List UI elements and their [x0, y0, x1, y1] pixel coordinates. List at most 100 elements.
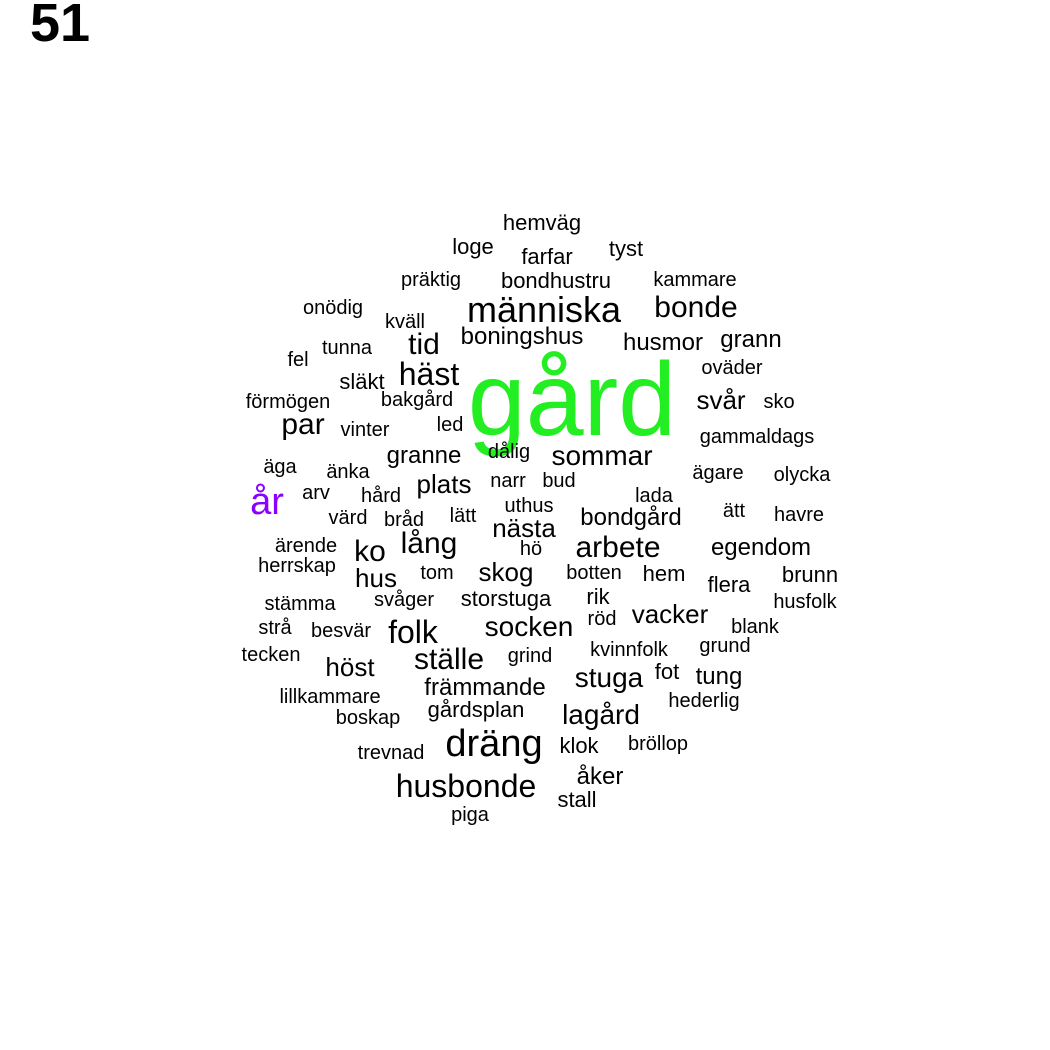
- word-tom: tom: [420, 562, 454, 584]
- word-slakt: släkt: [339, 369, 385, 394]
- word-sko: sko: [763, 391, 795, 413]
- word-narr: narr: [490, 470, 526, 492]
- word-uthus: uthus: [504, 495, 554, 517]
- word-hem: hem: [642, 561, 686, 586]
- word-tunna: tunna: [321, 337, 373, 359]
- word-tyst: tyst: [608, 236, 644, 261]
- word-flera: flera: [707, 572, 751, 597]
- page-number: 51: [30, 0, 91, 53]
- word-klok: klok: [559, 733, 599, 758]
- word-lang: lång: [400, 527, 458, 560]
- word-fel: fel: [287, 349, 309, 371]
- word-bud: bud: [542, 470, 576, 492]
- word-vinter: vinter: [340, 419, 390, 441]
- word-olycka: olycka: [773, 464, 831, 486]
- word-praktig: präktig: [400, 269, 462, 291]
- word-drang: dräng: [445, 723, 543, 765]
- word-vard: värd: [328, 507, 368, 529]
- word-hus: hus: [355, 563, 397, 593]
- word-latt: lätt: [449, 505, 477, 527]
- word-lillkammare: lillkammare: [279, 686, 381, 708]
- word-bondhustru: bondhustru: [500, 268, 612, 293]
- word-besvar: besvär: [310, 620, 372, 642]
- word-grind: grind: [507, 645, 553, 667]
- word-granne: granne: [386, 442, 462, 469]
- word-par: par: [281, 408, 325, 441]
- word-stuga: stuga: [574, 662, 644, 693]
- word-plats: plats: [416, 469, 472, 499]
- word-svager: svåger: [373, 589, 435, 611]
- word-svar: svår: [696, 385, 746, 415]
- word-lada: lada: [635, 485, 673, 507]
- word-botten: botten: [566, 562, 622, 584]
- word-stra: strå: [258, 617, 292, 639]
- word-kvinnfolk: kvinnfolk: [590, 639, 668, 661]
- word-boskap: boskap: [335, 707, 401, 729]
- word-onodig: onödig: [302, 297, 364, 319]
- word-manniska: människa: [466, 289, 622, 330]
- word-rod: röd: [587, 608, 617, 630]
- word-hast: häst: [398, 356, 460, 392]
- word-stall: stall: [557, 787, 597, 812]
- word-grann: grann: [720, 326, 782, 353]
- word-formogen: förmögen: [245, 391, 331, 413]
- word-gardsplan: gårdsplan: [427, 697, 525, 722]
- word-tung: tung: [695, 663, 743, 690]
- word-egendom: egendom: [710, 534, 812, 561]
- word-host: höst: [325, 652, 375, 682]
- word-herrskap: herrskap: [258, 555, 336, 577]
- word-lagard: lagård: [562, 699, 640, 730]
- word-agare: ägare: [692, 462, 744, 484]
- word-att: ätt: [722, 500, 746, 522]
- word-farfar: farfar: [521, 244, 573, 269]
- word-brunn: brunn: [781, 562, 839, 587]
- word-aker: åker: [576, 763, 624, 790]
- word-trevnad: trevnad: [357, 742, 425, 764]
- word-havre: havre: [773, 504, 825, 526]
- word-brollop: bröllop: [627, 733, 689, 755]
- word-blank: blank: [731, 616, 779, 638]
- word-rik: rik: [586, 584, 610, 609]
- word-stalle: ställe: [413, 643, 485, 676]
- word-piga: piga: [451, 804, 489, 826]
- word-tid: tid: [408, 328, 440, 361]
- word-folk: folk: [388, 614, 438, 650]
- word-kammare: kammare: [653, 269, 737, 291]
- word-hemvag: hemväg: [502, 210, 582, 235]
- word-dalig: dålig: [487, 441, 531, 463]
- word-sommar: sommar: [551, 440, 653, 471]
- word-ovader: oväder: [701, 357, 763, 379]
- word-hederlig: hederlig: [668, 690, 740, 712]
- word-socken: socken: [484, 611, 574, 642]
- word-tecken: tecken: [241, 644, 301, 666]
- word-aga: äga: [263, 456, 297, 478]
- word-nasta: nästa: [492, 513, 556, 543]
- word-brad: bråd: [383, 509, 425, 531]
- word-fot: fot: [654, 659, 680, 684]
- word-stamma: stämma: [264, 593, 336, 615]
- word-boningshus: boningshus: [460, 323, 584, 350]
- word-husfolk: husfolk: [773, 591, 837, 613]
- word-led: led: [436, 414, 464, 436]
- word-ko: ko: [354, 535, 386, 568]
- word-gard: gård: [467, 342, 677, 458]
- word-bondgard: bondgård: [580, 504, 682, 531]
- word-storstuga: storstuga: [460, 586, 552, 611]
- word-kvall: kväll: [384, 311, 426, 333]
- word-ar: år: [250, 481, 284, 523]
- word-arv: arv: [302, 482, 330, 504]
- word-bonde: bonde: [654, 291, 738, 324]
- word-skog: skog: [478, 557, 534, 587]
- word-ho: hö: [519, 538, 543, 560]
- word-grund: grund: [699, 635, 751, 657]
- word-gammaldags: gammaldags: [699, 426, 815, 448]
- word-husbonde: husbonde: [395, 768, 537, 804]
- word-hard: hård: [360, 485, 402, 507]
- word-loge: loge: [452, 234, 494, 259]
- word-bakgard: bakgård: [380, 389, 454, 411]
- word-arbete: arbete: [575, 531, 661, 564]
- word-arende: ärende: [274, 535, 338, 557]
- word-anka: änka: [326, 461, 370, 483]
